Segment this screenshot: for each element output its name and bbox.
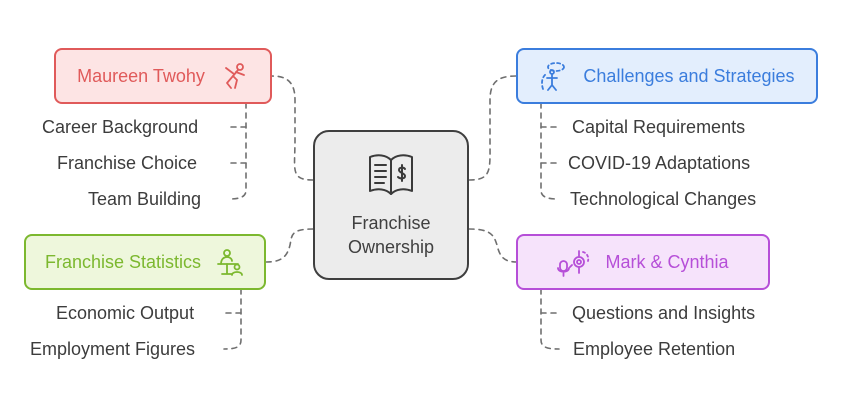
leaf-team-building: Team Building [88,189,202,209]
gymnast-icon [219,61,249,91]
leaf-employee-retention: Employee Retention [573,339,736,359]
leaf-career-background: Career Background [42,117,199,137]
central-topic-line2: Ownership [347,237,435,257]
branch-title: Mark & Cynthia [605,251,729,272]
book-dollar-icon [366,151,416,203]
branch-title: Maureen Twohy [77,65,205,86]
leaf-technological-changes: Technological Changes [570,189,757,209]
leaf-economic-output: Economic Output [56,303,195,323]
podcast-mic-icon [557,247,591,277]
branch-franchise-statistics: Franchise Statistics [24,234,266,290]
central-topic-node: Franchise Ownership [313,130,469,280]
branch-title: Franchise Statistics [44,251,202,272]
leaf-franchise-choice: Franchise Choice [57,153,198,173]
leaf-employment-figures: Employment Figures [30,339,196,359]
leaf-covid-adaptations: COVID-19 Adaptations [568,153,751,173]
branch-maureen-twohy: Maureen Twohy [54,48,272,104]
branch-mark-cynthia: Mark & Cynthia [516,234,770,290]
branch-title: Challenges and Strategies [583,65,795,86]
branch-challenges-strategies: Challenges and Strategies [516,48,818,104]
central-topic-line1: Franchise [351,213,431,233]
presenter-icon [215,247,245,277]
leaf-questions-insights: Questions and Insights [572,303,756,323]
person-target-icon [539,61,569,91]
leaf-capital-requirements: Capital Requirements [572,117,746,137]
